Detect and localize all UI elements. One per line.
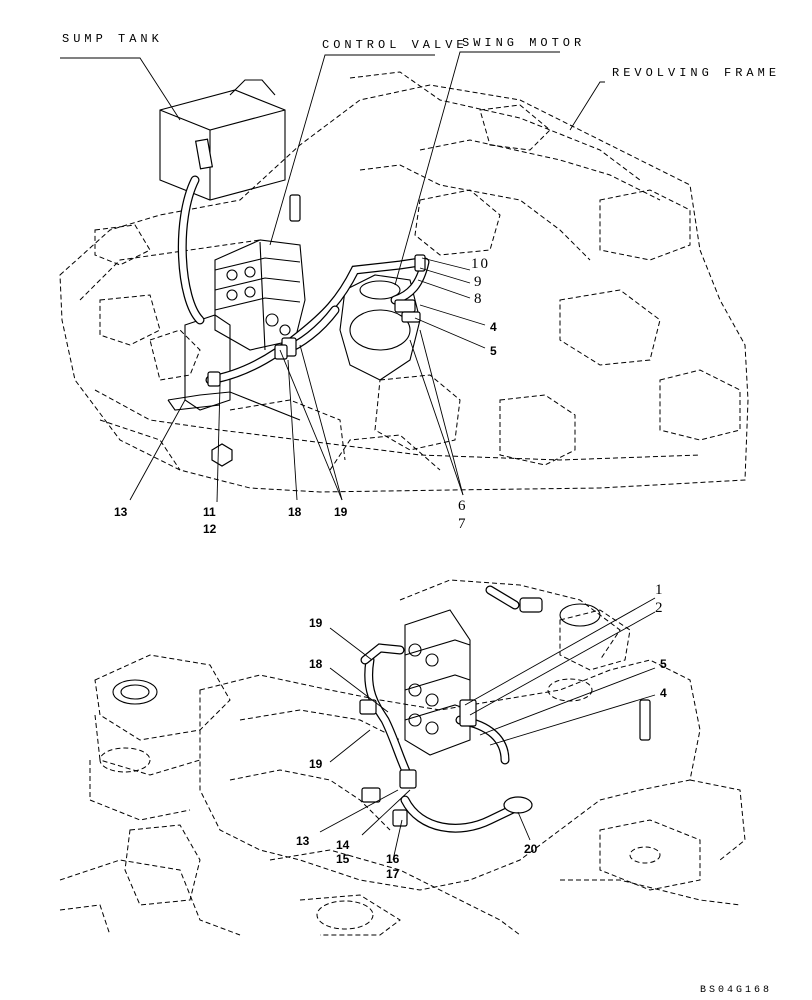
callout-17: 17 (386, 867, 400, 881)
callout-14: 14 (336, 838, 350, 852)
callout-5-lower: 5 (660, 657, 667, 671)
callout-7: 7 (458, 516, 468, 532)
callout-5: 5 (490, 344, 497, 358)
callout-13: 13 (114, 505, 128, 519)
callout-20: 20 (524, 842, 538, 856)
callout-6: 6 (458, 498, 468, 514)
revolving-frame-label: REVOLVING FRAME (612, 66, 781, 80)
callout-12: 12 (203, 522, 217, 536)
callout-4-lower: 4 (660, 686, 667, 700)
upper-leader-lines (60, 51, 605, 503)
lower-view-drawing (59, 579, 746, 936)
upper-view-drawing (59, 71, 749, 493)
sump-tank-label: SUMP TANK (62, 32, 163, 46)
callout-8: 8 (474, 291, 484, 307)
swing-motor-label: SWING MOTOR (462, 36, 586, 50)
callout-4: 4 (490, 320, 497, 334)
callout-18-lower: 18 (309, 657, 323, 671)
callout-18: 18 (288, 505, 302, 519)
callout-1: 1 (655, 582, 665, 598)
callout-15: 15 (336, 852, 350, 866)
callout-13-lower: 13 (296, 834, 310, 848)
control-valve-label: CONTROL VALVE (322, 38, 468, 52)
drawing-number: BS04G168 (699, 985, 772, 996)
callout-19-lower-b: 19 (309, 757, 323, 771)
callout-16: 16 (386, 852, 400, 866)
callout-9: 9 (474, 274, 484, 290)
callout-2: 2 (655, 600, 665, 616)
callout-19: 19 (334, 505, 348, 519)
callout-11: 11 (203, 505, 216, 519)
callout-19-lower-a: 19 (309, 616, 323, 630)
lower-leader-lines (319, 597, 656, 861)
callout-10: 10 (471, 256, 490, 272)
